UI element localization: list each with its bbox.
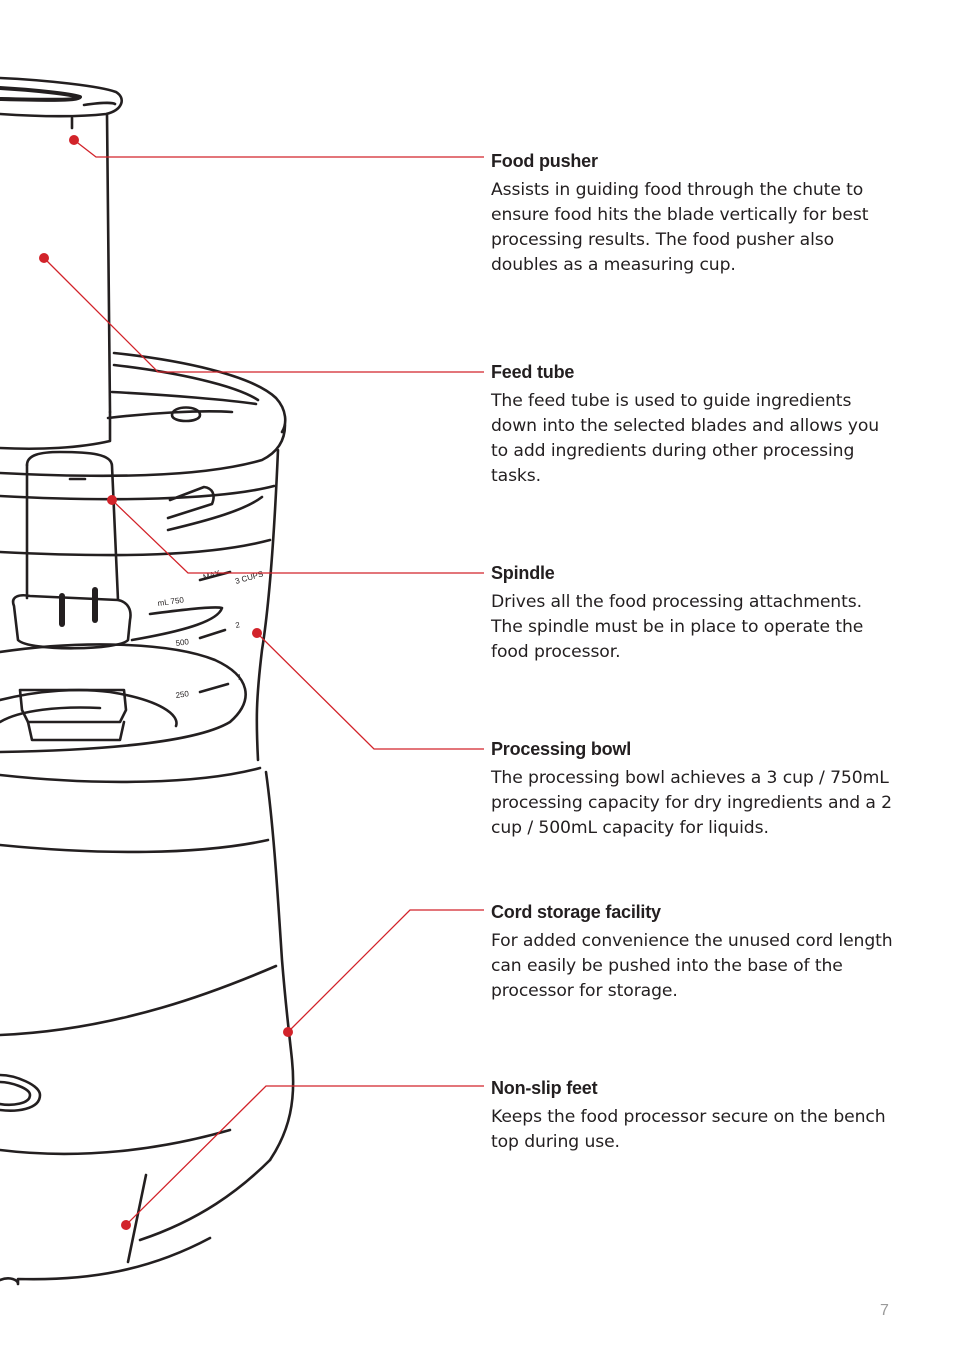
callout-processing-bowl: Processing bowl The processing bowl achi… (491, 738, 911, 841)
leader-dots (39, 135, 293, 1230)
callout-feed-tube: Feed tube The feed tube is used to guide… (491, 361, 911, 489)
callout-body: Assists in guiding food through the chut… (491, 180, 869, 275)
leader-spindle (111, 499, 484, 574)
callout-body: The processing bowl achieves a 3 cup / 7… (491, 768, 893, 838)
callout-title: Food pusher (491, 151, 598, 171)
callout-cord-storage: Cord storage facility For added convenie… (491, 901, 911, 1004)
marking-500-ml: 500 (175, 637, 190, 648)
callout-title: Cord storage facility (491, 902, 661, 922)
marking-3-cups: 3 CUPS (234, 569, 264, 586)
callout-title: Processing bowl (491, 739, 632, 759)
leader-lines (43, 139, 484, 1226)
leader-feed-tube (43, 257, 484, 373)
dot-non-slip-feet (121, 1220, 131, 1230)
marking-2-cups: 2 (235, 620, 242, 630)
callout-title: Non-slip feet (491, 1078, 598, 1098)
marking-250-ml: 250 (175, 689, 190, 700)
callout-spindle: Spindle Drives all the food processing a… (491, 562, 911, 665)
marking-750-ml: mL 750 (157, 595, 185, 608)
dot-feed-tube (39, 253, 49, 263)
leader-food-pusher (73, 139, 484, 158)
dot-cord-storage (283, 1027, 293, 1037)
callout-body: The feed tube is used to guide ingredien… (491, 391, 880, 486)
callout-title: Spindle (491, 563, 555, 583)
page-number: 7 (880, 1302, 889, 1319)
callout-body: For added convenience the unused cord le… (491, 931, 893, 1001)
callout-title: Feed tube (491, 362, 575, 382)
marking-1-cup: 1 (237, 672, 244, 682)
dot-spindle (107, 495, 117, 505)
leader-processing-bowl (256, 632, 484, 750)
callout-non-slip-feet: Non-slip feet Keeps the food processor s… (491, 1077, 911, 1155)
appliance-outline (0, 76, 295, 1286)
dot-food-pusher (69, 135, 79, 145)
marking-max: MAX (202, 568, 222, 582)
callout-body: Drives all the food processing attachmen… (491, 592, 864, 662)
callout-food-pusher: Food pusher Assists in guiding food thro… (491, 150, 911, 278)
leader-non-slip-feet (125, 1085, 484, 1226)
dot-processing-bowl (252, 628, 262, 638)
leader-cord-storage (287, 909, 484, 1033)
callout-body: Keeps the food processor secure on the b… (491, 1107, 886, 1152)
